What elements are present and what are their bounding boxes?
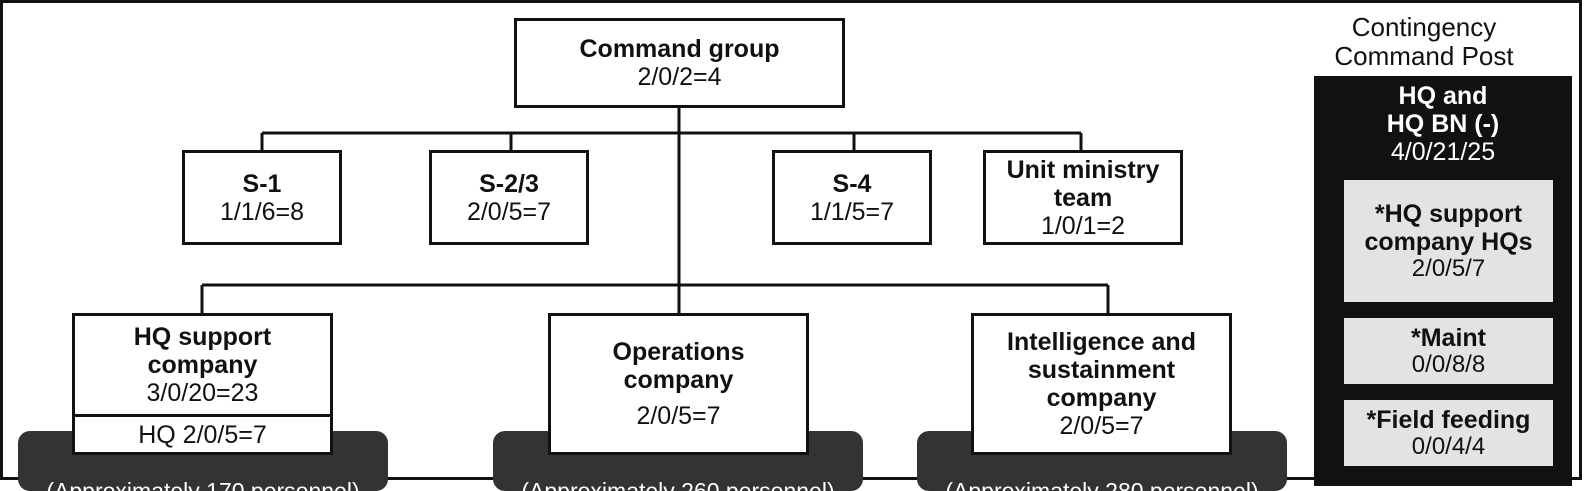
staff-value-s23: 2/0/5=7 [466, 197, 552, 226]
company-hq-value-hq-support: HQ 2/0/5=7 [138, 420, 267, 449]
company-box-intel-sustainment: Intelligence and sustainment company 2/0… [971, 313, 1232, 455]
staff-box-unit-ministry-team: Unit ministry team 1/0/1=2 [983, 150, 1183, 245]
ccp-head-line2: HQ BN (-) [1386, 110, 1500, 138]
ccp-head-line1: HQ and [1398, 82, 1488, 110]
staff-value-s4: 1/1/5=7 [809, 197, 895, 226]
staff-title-s1: S-1 [242, 169, 282, 198]
ccp-item-title-maint: *Maint [1411, 323, 1486, 352]
company-value-hq-support: 3/0/20=23 [146, 379, 259, 407]
company-value-operations: 2/0/5=7 [636, 402, 721, 430]
staff-box-s4: S-4 1/1/5=7 [772, 150, 932, 245]
personnel-label-intel-sustainment: (Approximately 280 personnel) [945, 478, 1259, 491]
company-box-hq-support: HQ support company 3/0/20=23 [72, 313, 333, 417]
personnel-label-operations: (Approximately 260 personnel) [521, 478, 835, 491]
ccp-item-title-field-feeding: *Field feeding [1366, 405, 1531, 434]
staff-title-s4: S-4 [832, 169, 872, 198]
staff-value-unit-ministry-team: 1/0/1=2 [1040, 211, 1126, 240]
ccp-item-hq-support-hqs: *HQ support company HQs 2/0/5/7 [1344, 180, 1553, 302]
ccp-item-field-feeding: *Field feeding 0/0/4/4 [1344, 400, 1553, 466]
company-title-intel-sustainment: Intelligence and sustainment company [1007, 328, 1196, 412]
company-title-operations: Operations company [612, 338, 745, 394]
personnel-label-hq-support: (Approximately 170 personnel) [46, 478, 360, 491]
company-title-hq-support: HQ support company [133, 323, 272, 379]
ccp-title: Contingency Command Post [1306, 12, 1542, 72]
ccp-item-value-hq-support-hqs: 2/0/5/7 [1411, 254, 1486, 282]
ccp-head: HQ and HQ BN (-) 4/0/21/25 [1314, 82, 1572, 166]
ccp-title-line2: Command Post [1334, 41, 1514, 72]
command-group-value: 2/0/2=4 [637, 63, 722, 91]
company-box-operations: Operations company 2/0/5=7 [548, 313, 809, 455]
ccp-item-title-hq-support-hqs: *HQ support company HQs [1364, 199, 1533, 256]
ccp-item-value-field-feeding: 0/0/4/4 [1411, 432, 1486, 460]
staff-value-s1: 1/1/6=8 [219, 197, 305, 226]
company-value-intel-sustainment: 2/0/5=7 [1059, 412, 1144, 440]
ccp-head-value: 4/0/21/25 [1390, 138, 1496, 166]
staff-box-s1: S-1 1/1/6=8 [182, 150, 342, 245]
ccp-title-line1: Contingency [1351, 12, 1497, 42]
staff-title-unit-ministry-team: Unit ministry team [1006, 155, 1160, 212]
command-group-title: Command group [579, 35, 780, 63]
command-group-box: Command group 2/0/2=4 [514, 18, 845, 108]
staff-box-s23: S-2/3 2/0/5=7 [429, 150, 589, 245]
staff-title-s23: S-2/3 [479, 169, 539, 198]
company-hq-box-hq-support: HQ 2/0/5=7 [72, 414, 333, 455]
ccp-item-value-maint: 0/0/8/8 [1411, 350, 1486, 378]
ccp-item-maint: *Maint 0/0/8/8 [1344, 318, 1553, 384]
